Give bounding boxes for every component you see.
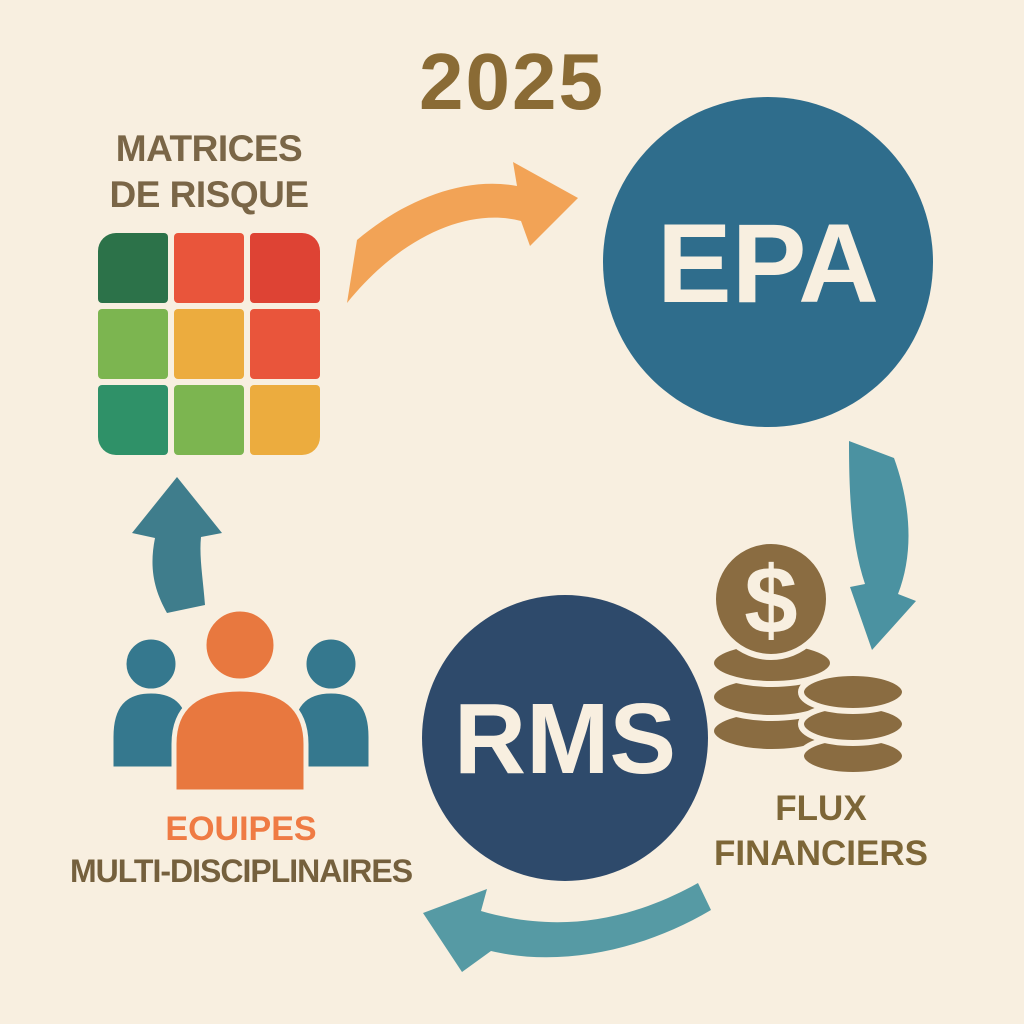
teams-label-line1: EOUIPES — [165, 810, 317, 848]
coin-stack-right-icon — [798, 670, 908, 778]
dollar-sign: $ — [744, 547, 797, 654]
coin-stack-left-icon: $ — [708, 538, 836, 755]
arrow-teams-to-matrix-icon — [132, 477, 222, 613]
year-title: 2025 — [419, 37, 605, 126]
risk-matrix-cell — [98, 385, 168, 455]
risk-matrix-cell — [250, 309, 320, 379]
person-body-center — [171, 686, 309, 795]
risk-matrix-label-line2: DE RISQUE — [109, 174, 309, 215]
risk-matrix-cell — [250, 385, 320, 455]
arrow-matrix-to-epa-icon — [347, 162, 578, 303]
risk-matrix-cell — [174, 385, 244, 455]
financial-flows-label-line1: FLUX — [775, 789, 867, 828]
people-group-icon — [108, 606, 374, 795]
risk-matrix-cell — [250, 233, 320, 303]
arrow-epa-to-flux-icon — [849, 441, 916, 650]
risk-matrix-cell — [174, 233, 244, 303]
financial-flows-label-line2: FINANCIERS — [714, 834, 928, 873]
arrow-rms-to-teams-icon — [423, 883, 711, 972]
dollar-coin-icon — [710, 538, 832, 660]
risk-matrix-icon — [98, 233, 320, 455]
epa-node-label: EPA — [657, 201, 879, 326]
financial-flows-label: FLUX FINANCIERS — [671, 786, 971, 876]
risk-matrix-cell — [174, 309, 244, 379]
coin-top — [798, 670, 908, 714]
risk-matrix-label: MATRICES DE RISQUE — [59, 126, 359, 218]
teams-label: EOUIPES MULTI-DISCIPLINAIRES — [16, 808, 466, 892]
rms-node-circle — [422, 595, 708, 881]
person-head-center — [201, 606, 279, 684]
person-head — [121, 634, 181, 694]
teams-label-line2: MULTI-DISCIPLINAIRES — [69, 853, 413, 889]
rms-node-label: RMS — [453, 683, 677, 795]
risk-matrix-cell — [98, 233, 168, 303]
epa-node-circle — [603, 97, 933, 427]
risk-matrix-cell — [98, 309, 168, 379]
risk-matrix-label-line1: MATRICES — [115, 128, 303, 169]
person-head — [301, 634, 361, 694]
